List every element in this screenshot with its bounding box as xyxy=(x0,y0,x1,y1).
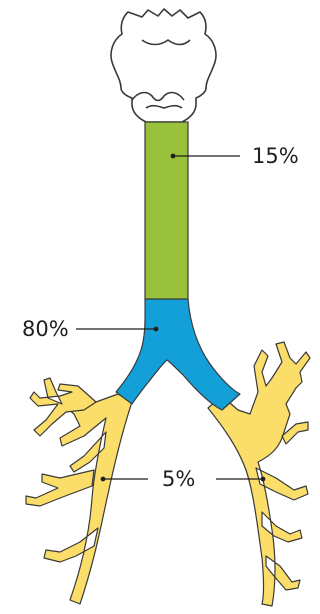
larynx-outline-icon xyxy=(111,9,216,122)
trachea xyxy=(145,122,188,299)
main-bronchi xyxy=(116,299,240,410)
small-airways-percent-label: 5% xyxy=(162,467,195,491)
trachea-percent-label: 15% xyxy=(252,144,299,168)
main-bronchi-percent-label: 80% xyxy=(22,317,69,341)
